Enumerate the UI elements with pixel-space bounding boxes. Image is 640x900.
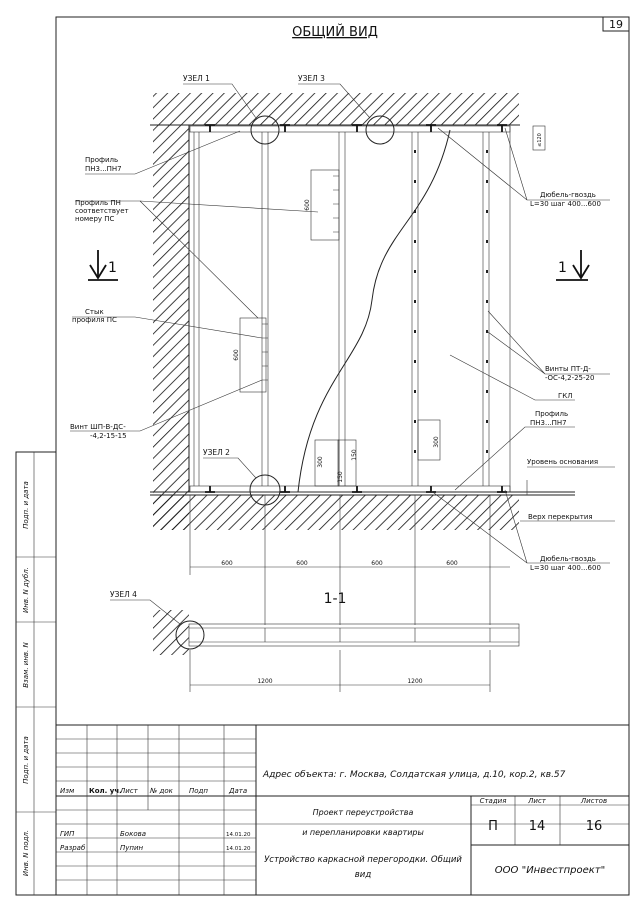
company-name: ООО "Инвестпроект" xyxy=(495,865,605,876)
svg-text:600: 600 xyxy=(221,560,233,567)
svg-text:Винт ШП-В-ДС-: Винт ШП-В-ДС- xyxy=(70,423,126,431)
svg-text:Проект переустройства: Проект переустройства xyxy=(313,808,414,817)
left-wall xyxy=(153,125,189,530)
node-4-label: УЗЕЛ 4 xyxy=(110,590,137,599)
svg-text:Дата: Дата xyxy=(228,787,247,795)
svg-text:≤120: ≤120 xyxy=(537,133,543,147)
svg-text:Профиль ПН: Профиль ПН xyxy=(75,199,121,207)
svg-text:вид: вид xyxy=(355,870,372,880)
joint-piece xyxy=(239,317,267,393)
svg-text:ПН3...ПН7: ПН3...ПН7 xyxy=(85,165,122,173)
floor-slab xyxy=(153,495,519,530)
svg-text:600: 600 xyxy=(446,560,458,567)
svg-text:профиля ПС: профиля ПС xyxy=(72,316,117,324)
section-title: 1-1 xyxy=(324,591,347,607)
svg-text:Винты ПТ-Д-: Винты ПТ-Д- xyxy=(545,365,591,373)
svg-text:1200: 1200 xyxy=(257,678,272,685)
svg-text:Разраб: Разраб xyxy=(60,844,86,852)
svg-text:600: 600 xyxy=(296,560,308,567)
bottom-track-profile xyxy=(189,485,511,493)
title-block xyxy=(56,724,629,895)
svg-text:-ОС-4,2-25-20: -ОС-4,2-25-20 xyxy=(545,374,594,382)
top-dowels xyxy=(205,124,507,132)
svg-text:Лист: Лист xyxy=(527,797,547,805)
svg-text:600: 600 xyxy=(304,199,311,211)
svg-text:-4,2-15-15: -4,2-15-15 xyxy=(90,432,127,440)
svg-text:Изм: Изм xyxy=(60,787,75,795)
svg-text:Дюбель-гвоздь: Дюбель-гвоздь xyxy=(540,191,596,199)
svg-text:600: 600 xyxy=(233,349,240,361)
svg-text:300: 300 xyxy=(433,436,440,448)
svg-text:L=30 шаг 400...600: L=30 шаг 400...600 xyxy=(530,564,601,572)
node-1-circle xyxy=(250,115,280,145)
drawing-frame xyxy=(55,16,630,896)
svg-text:Подп. и дата: Подп. и дата xyxy=(22,736,30,784)
section-partition xyxy=(188,623,520,647)
screw-marks xyxy=(414,150,488,453)
node-3-label: УЗЕЛ 3 xyxy=(298,74,325,83)
dimension-row-600: 600 600 600 600 xyxy=(189,495,510,625)
svg-text:ГИП: ГИП xyxy=(60,830,75,838)
svg-text:№ док: № док xyxy=(149,787,174,795)
top-track-profile xyxy=(189,125,511,133)
svg-text:300: 300 xyxy=(317,456,324,468)
side-stamp xyxy=(15,451,57,896)
svg-text:Кол. уч.: Кол. уч. xyxy=(89,787,122,795)
sheet-number: 19 xyxy=(609,18,623,31)
svg-text:L=30 шаг 400...600: L=30 шаг 400...600 xyxy=(530,200,601,208)
svg-text:Листов: Листов xyxy=(580,797,607,805)
section-mark-left: 1 xyxy=(108,260,117,276)
svg-text:Стык: Стык xyxy=(85,308,104,316)
svg-text:150: 150 xyxy=(337,471,344,483)
svg-text:и перепланировки квартиры: и перепланировки квартиры xyxy=(302,828,424,837)
svg-text:Взам. инв. N: Взам. инв. N xyxy=(22,641,30,687)
svg-text:1200: 1200 xyxy=(407,678,422,685)
ceiling-slab xyxy=(153,93,519,125)
bottom-dowels xyxy=(205,486,507,493)
section-wall xyxy=(153,610,189,655)
break-line xyxy=(297,129,451,493)
svg-text:Инв. N дубл.: Инв. N дубл. xyxy=(22,567,30,613)
object-address: Адрес объекта: г. Москва, Солдатская ули… xyxy=(262,770,566,780)
svg-text:150: 150 xyxy=(351,449,358,461)
svg-text:Верх перекрытия: Верх перекрытия xyxy=(528,513,593,521)
sheets-value: 16 xyxy=(586,819,603,834)
svg-text:600: 600 xyxy=(371,560,383,567)
svg-text:соответствует: соответствует xyxy=(75,207,129,215)
svg-text:14.01.20: 14.01.20 xyxy=(226,832,251,838)
stage-value: П xyxy=(488,819,498,834)
svg-text:Подп: Подп xyxy=(189,787,208,795)
svg-text:Устройство каркасной перегород: Устройство каркасной перегородки. Общий xyxy=(264,855,462,865)
svg-text:ПН3...ПН7: ПН3...ПН7 xyxy=(530,419,567,427)
svg-text:Пупин: Пупин xyxy=(120,844,144,852)
sheet-number-box xyxy=(602,16,630,32)
node-1-label: УЗЕЛ 1 xyxy=(183,74,210,83)
stud-insert-piece xyxy=(310,169,340,241)
section-mark-right: 1 xyxy=(558,260,567,276)
svg-text:Профиль: Профиль xyxy=(85,156,118,164)
node-2-label: УЗЕЛ 2 xyxy=(203,448,230,457)
svg-text:Уровень основания: Уровень основания xyxy=(527,458,598,466)
svg-text:Бокова: Бокова xyxy=(120,830,146,838)
sheet-value: 14 xyxy=(529,819,546,834)
node-3-circle xyxy=(365,115,395,145)
svg-text:Инв. N подл.: Инв. N подл. xyxy=(22,830,30,876)
page-title: ОБЩИЙ ВИД xyxy=(292,24,378,40)
svg-text:Профиль: Профиль xyxy=(535,410,568,418)
svg-text:Подп. и дата: Подп. и дата xyxy=(22,481,30,529)
svg-text:Стадия: Стадия xyxy=(480,797,507,805)
dimension-row-1200: 1200 1200 xyxy=(189,650,491,692)
svg-text:14.01.20: 14.01.20 xyxy=(226,846,251,852)
svg-text:Дюбель-гвоздь: Дюбель-гвоздь xyxy=(540,555,596,563)
svg-text:Лист: Лист xyxy=(119,787,139,795)
studs xyxy=(193,132,490,486)
svg-text:ГКЛ: ГКЛ xyxy=(558,392,573,400)
svg-text:номеру ПС: номеру ПС xyxy=(75,215,115,223)
